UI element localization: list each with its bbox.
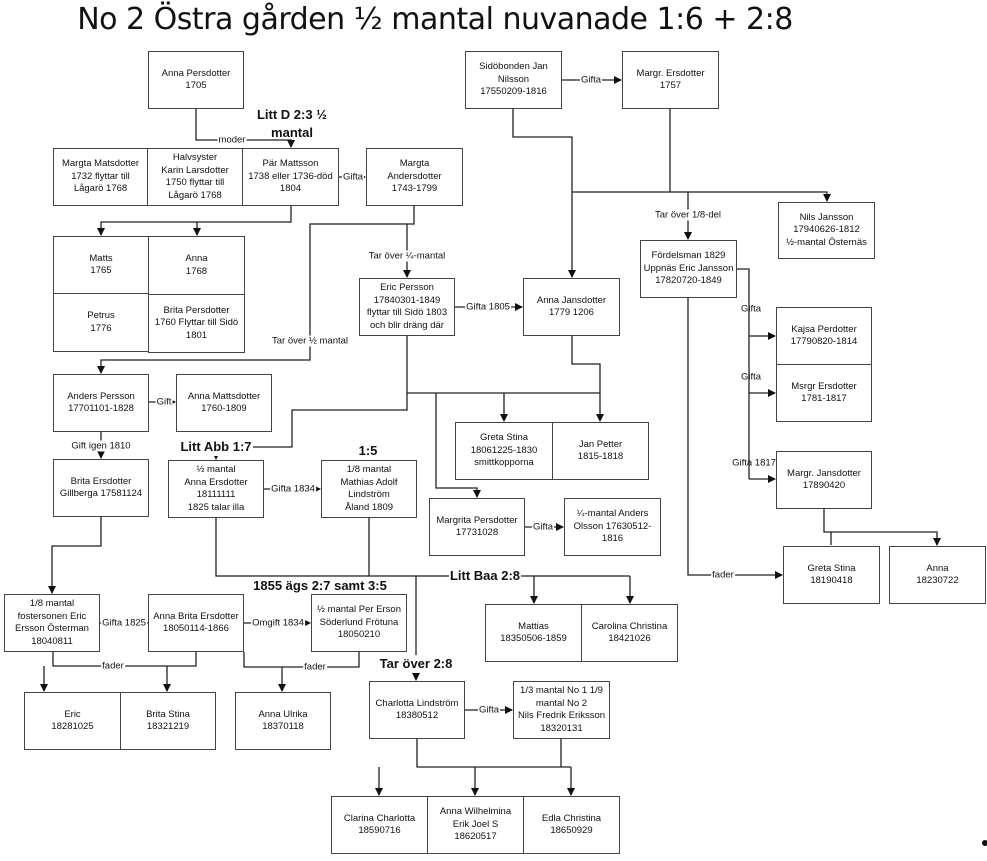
- line-margr-children: [572, 109, 827, 201]
- person-box-nils-jansson[interactable]: Nils Jansson 17940626-1812 ½-mantal Öste…: [778, 202, 875, 259]
- person-box-greta-stina-1806[interactable]: Greta Stina 18061225-1830 smittkopporna: [455, 422, 553, 480]
- line-to-margrita: [435, 393, 481, 498]
- person-box-anders-persson[interactable]: Anders Persson 17701101-1828: [53, 374, 149, 432]
- person-box-margr-jansdotter[interactable]: Margr. Jansdotter 17890420: [776, 451, 872, 509]
- edge-label-gifta: Gifta: [341, 171, 365, 183]
- line-fader-per: [243, 652, 360, 691]
- edge-label-gifta-1834: Gifta 1834: [270, 483, 316, 495]
- person-box-sidobonden[interactable]: Sidöbonden Jan Nilsson 17550209-1816: [465, 51, 562, 109]
- edge-label-gift: Gift: [155, 396, 173, 408]
- line-brita-to-osterman: [48, 517, 102, 594]
- person-box-kajsa-perdotter[interactable]: Kajsa Perdotter 17790820-1814: [776, 307, 872, 365]
- line-fader-osterman: [44, 652, 197, 691]
- edge-label-gifta-1805: Gifta 1805: [465, 301, 511, 313]
- line-anna-jansdotter-to-jan-petter: [571, 336, 604, 422]
- page-title: No 2 Östra gården ½ mantal nuvanade 1:6 …: [77, 2, 793, 37]
- person-box-msrgr-ersdotter[interactable]: Msrgr Ersdotter 1781-1817: [776, 364, 872, 422]
- line-par-to-matts: [97, 206, 292, 236]
- edge-label-fader: fader: [711, 569, 735, 581]
- person-box-mathias-lindstrom[interactable]: 1/8 mantal Mathias Adolf Lindström Åland…: [321, 460, 417, 518]
- section-label-litt-baa: Litt Baa 2:8: [448, 567, 522, 585]
- line-charlotta-children: [379, 739, 571, 795]
- person-box-fordelsman[interactable]: Fördelsman 1829 Uppnäs Eric Jansson 1782…: [640, 240, 737, 298]
- person-box-petrus[interactable]: Petrus 1776: [53, 293, 149, 352]
- edge-label-tar-over-half: Tar över ½ mantal: [270, 335, 350, 347]
- person-box-charlotta-lindstrom[interactable]: Charlotta Lindström 18380512: [369, 681, 465, 739]
- edge-label-tar-over-eighth: Tar över 1/8-del: [653, 209, 723, 221]
- person-box-margta-andersdotter[interactable]: Margta Andersdotter 1743-1799: [366, 148, 463, 206]
- person-box-anna-brita-ersdotter[interactable]: Anna Brita Ersdotter 18050114-1866: [148, 594, 244, 652]
- person-box-brita-ersdotter[interactable]: Brita Ersdotter Gillberga 17581124: [53, 459, 149, 517]
- person-box-par-mattsson[interactable]: Pär Mattsson 1738 eller 1736-död 1804: [242, 148, 339, 206]
- section-label-tar-over-28: Tar över 2:8: [378, 655, 454, 673]
- edge-label-gifta-1817: Gifta 1817: [732, 457, 776, 469]
- edge-label-gifta: Gifta: [531, 521, 555, 533]
- section-label-1855: 1855 ägs 2:7 samt 3:5: [253, 578, 387, 593]
- section-label-litt-d: Litt D 2:3 ½ mantal: [256, 107, 328, 140]
- edge-label-gifta-1825: Gifta 1825: [101, 617, 147, 629]
- person-box-mattias[interactable]: Mattias 18350506-1859: [485, 604, 582, 662]
- edge-label-gift-igen-1810: Gift igen 1810: [70, 440, 132, 452]
- edge-label-omgift-1834: Omgift 1834: [251, 617, 305, 629]
- person-box-margta-matsdotter[interactable]: Margta Matsdotter 1732 flyttar till Låga…: [53, 148, 148, 206]
- person-box-nils-fredrik-eriksson[interactable]: 1/3 mantal No 1 1/9 mantal No 2 Nils Fre…: [513, 681, 610, 739]
- person-box-anna-1823[interactable]: Anna 18230722: [889, 546, 986, 604]
- person-box-halvsyster[interactable]: Halvsyster Karin Larsdotter 1750 flyttar…: [147, 148, 243, 206]
- edge-label-gifta: Gifta: [477, 704, 501, 716]
- person-box-per-erson[interactable]: ½ mantal Per Erson Söderlund Frötuna 180…: [311, 594, 407, 652]
- person-box-anders-olsson[interactable]: ¼-mantal Anders Olsson 17630512- 1816: [564, 498, 661, 556]
- person-box-anna-jansdotter[interactable]: Anna Jansdotter 1779 1206: [523, 278, 620, 336]
- line-margta-to-eric: [403, 206, 415, 278]
- person-box-anna-ersdotter[interactable]: ½ mantal Anna Ersdotter 18111111 1825 ta…: [168, 460, 264, 518]
- person-box-edla-christina[interactable]: Edla Christina 18650929: [523, 796, 620, 854]
- person-box-brita-stina[interactable]: Brita Stina 18321219: [120, 692, 216, 750]
- edge-label-fader: fader: [303, 661, 327, 673]
- edge-label-tar-over-quarter: Tar över ¼-mantal: [367, 250, 447, 262]
- edge-label-moder: moder: [217, 134, 247, 146]
- edge-label-gifta: Gifta: [740, 303, 762, 315]
- edge-label-gifta: Gifta: [579, 74, 603, 86]
- person-box-matts[interactable]: Matts 1765: [53, 236, 149, 294]
- person-box-eric-osterman[interactable]: 1/8 mantal fostersonen Eric Ersson Öster…: [4, 594, 100, 652]
- edge-label-gifta: Gifta: [740, 371, 762, 383]
- person-box-anna-wilhelmina[interactable]: Anna Wilhelmina Erik Joel S 18620517: [427, 796, 524, 854]
- section-label-litt-abb: Litt Abb 1:7: [179, 438, 253, 456]
- edge-label-fader: fader: [101, 660, 125, 672]
- person-box-jan-petter[interactable]: Jan Petter 1815-1818: [552, 422, 649, 480]
- line-margta-to-anders: [97, 223, 407, 374]
- person-box-margrita-persdotter[interactable]: Margrita Persdotter 17731028: [429, 498, 525, 556]
- line-fordelsman-spouses: [737, 268, 750, 479]
- stray-dot: [982, 840, 987, 846]
- person-box-carolina-christina[interactable]: Carolina Christina 18421026: [581, 604, 678, 662]
- line-jan-to-anna-jansdotter: [512, 109, 576, 278]
- person-box-anna-ulrika[interactable]: Anna Ulrika 18370118: [235, 692, 331, 750]
- person-box-anna-mattsdotter[interactable]: Anna Mattsdotter 1760-1809: [176, 374, 272, 432]
- line-margr-j-children: [823, 509, 937, 545]
- line-fordelsman-fader: [687, 298, 783, 579]
- person-box-brita-persdotter[interactable]: Brita Persdotter 1760 Flyttar till Sidö …: [148, 294, 245, 353]
- person-box-anna-1768[interactable]: Anna 1768: [148, 236, 245, 295]
- person-box-clarina-charlotta[interactable]: Clarina Charlotta 18590716: [331, 796, 428, 854]
- person-box-eric-persson[interactable]: Eric Persson 17840301-1849 flyttar till …: [359, 278, 455, 336]
- section-label-one-five: 1:5: [357, 442, 379, 460]
- person-box-margr-ersdotter[interactable]: Margr. Ersdotter 1757: [622, 51, 719, 109]
- person-box-anna-persdotter[interactable]: Anna Persdotter 1705: [148, 51, 244, 109]
- person-box-greta-stina-1819[interactable]: Greta Stina 18190418: [783, 546, 880, 604]
- person-box-eric-1828[interactable]: Eric 18281025: [24, 692, 121, 750]
